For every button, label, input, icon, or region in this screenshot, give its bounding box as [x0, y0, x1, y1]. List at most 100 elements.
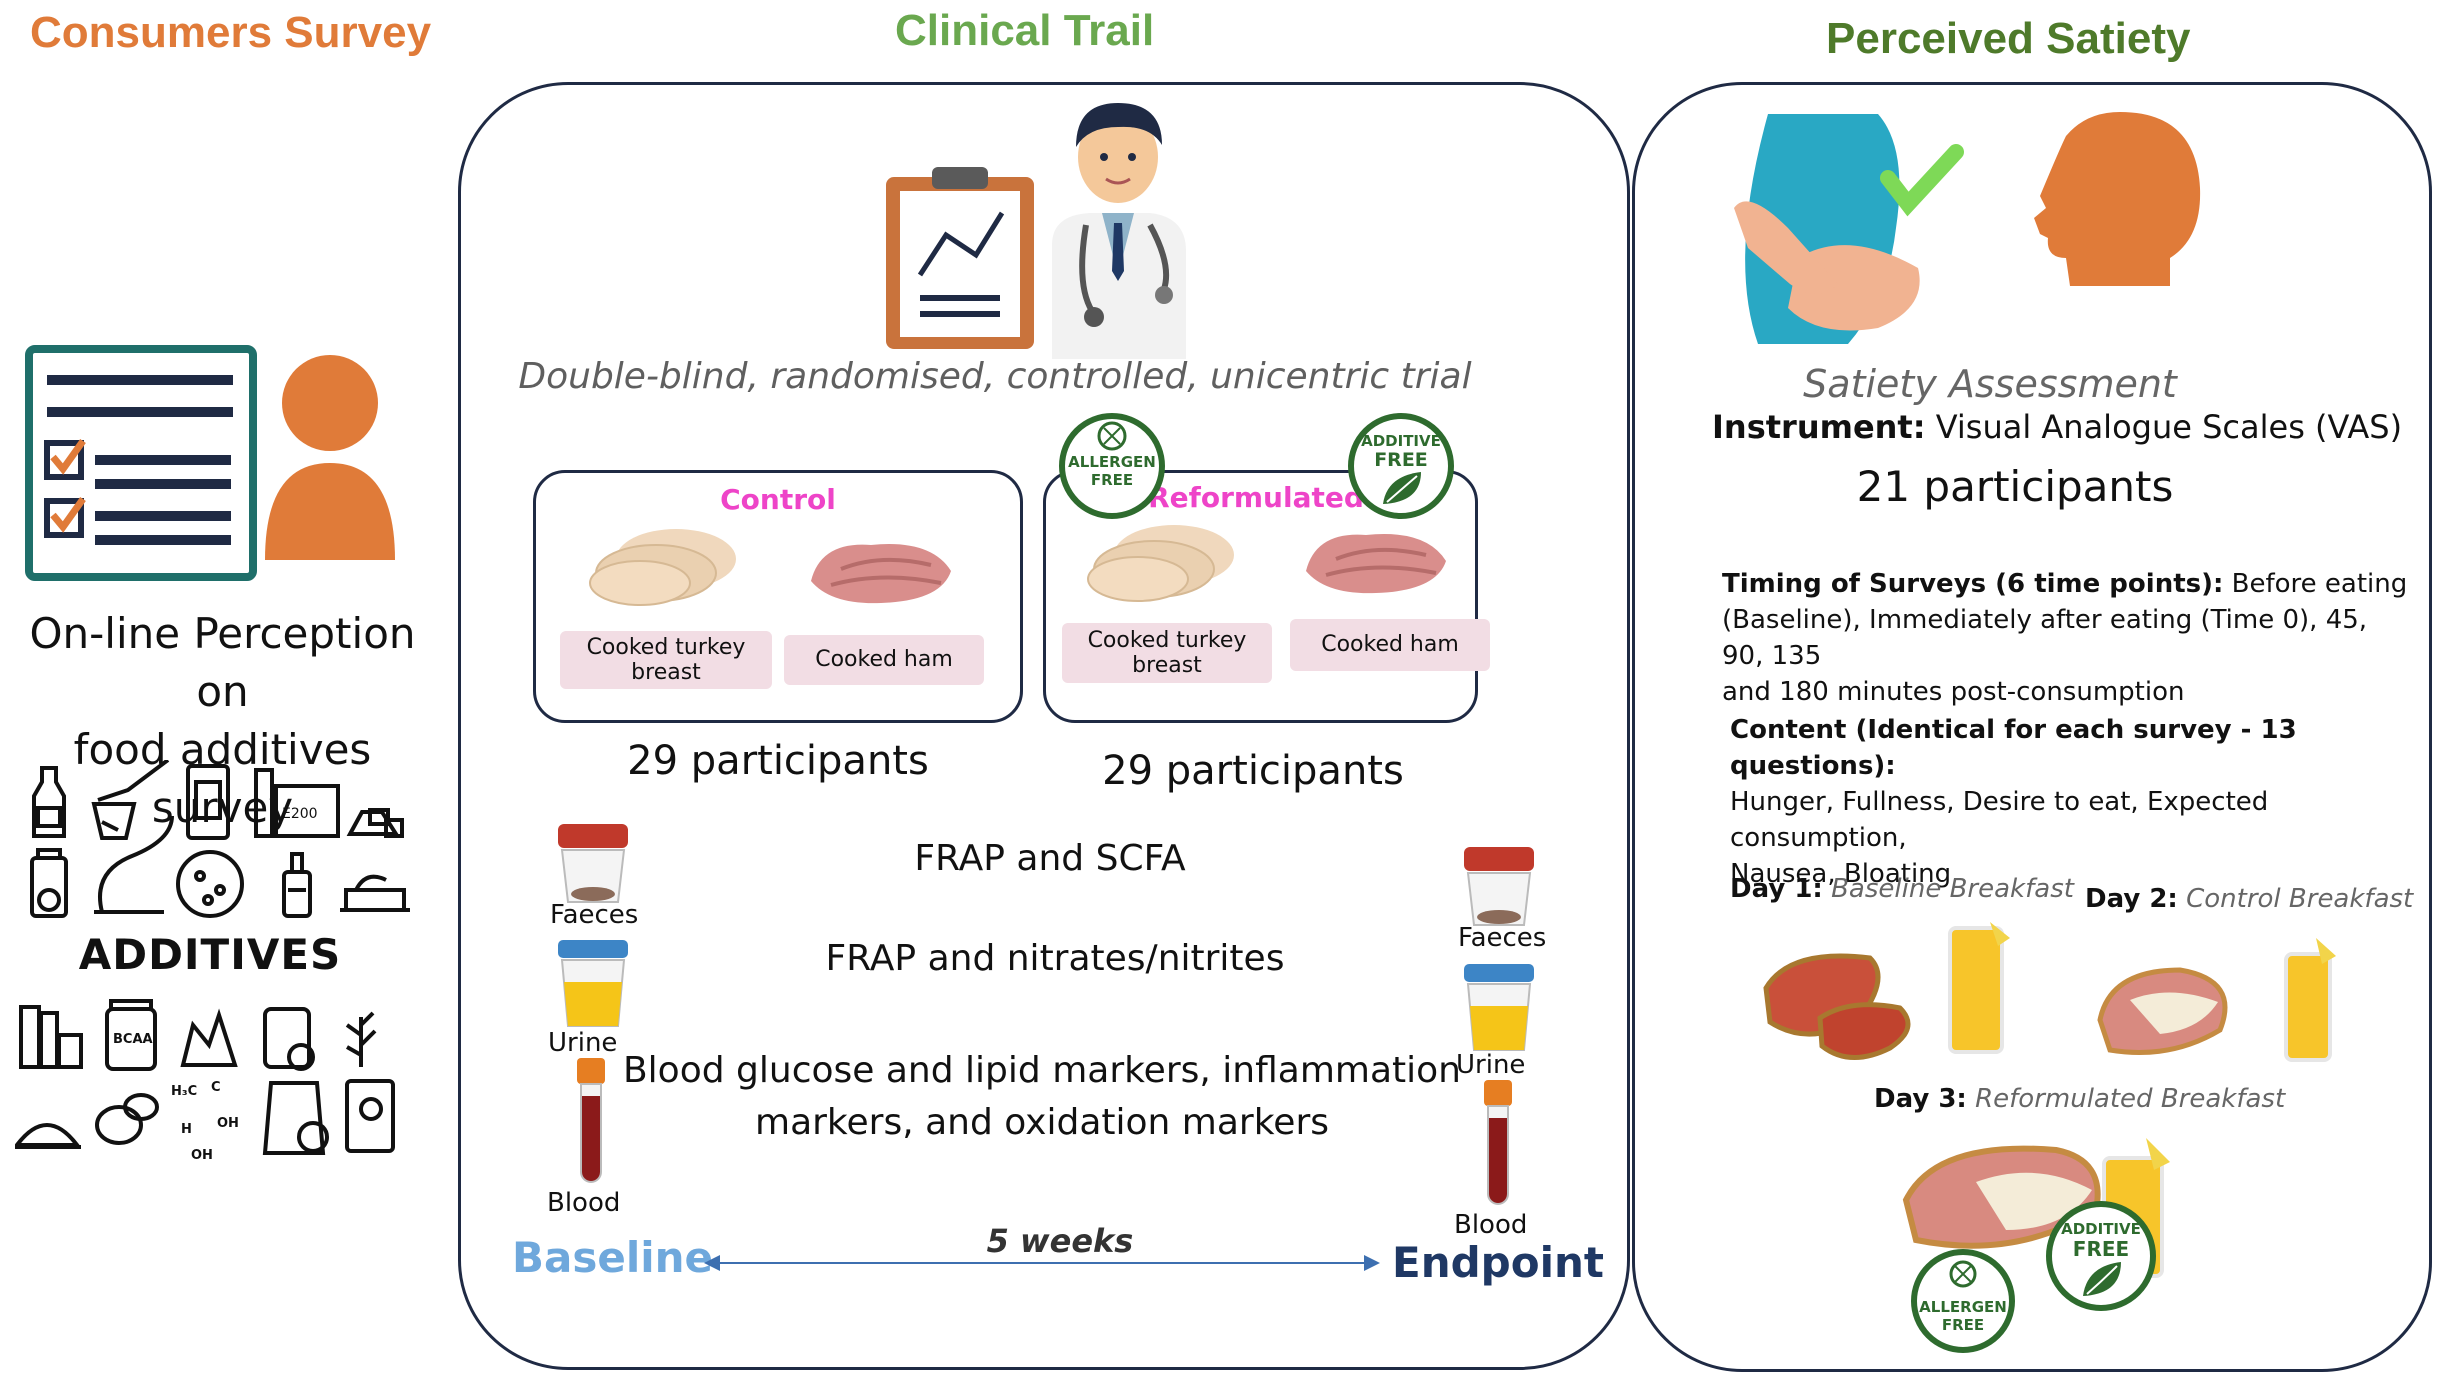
- svg-text:FREE: FREE: [1942, 1316, 1984, 1334]
- additives-icons-top: E200: [20, 760, 420, 920]
- content-line1: Hunger, Fullness, Desire to eat, Expecte…: [1730, 787, 2269, 853]
- timing-line3: and 180 minutes post-consumption: [1722, 677, 2185, 707]
- seaweed-icon: [345, 1011, 377, 1067]
- svg-text:H₃C: H₃C: [171, 1084, 197, 1099]
- blood-analysis-text: Blood glucose and lipid markers, inflamm…: [622, 1045, 1462, 1149]
- baseline-urine-container-icon: [556, 938, 630, 1028]
- reformulated-group-box: Reformulated Cooked turkey breast Cooked…: [1043, 470, 1490, 723]
- potatoes-icon: [95, 1093, 159, 1145]
- turkey-slices-image: [586, 521, 746, 611]
- svg-text:ADDITIVE: ADDITIVE: [2061, 1220, 2141, 1238]
- timing-line1: Before eating: [2223, 569, 2408, 599]
- sauce-bottle-icon: [32, 766, 66, 838]
- instrument-value: Visual Analogue Scales (VAS): [1925, 408, 2403, 446]
- endpoint-blood-tube-icon: [1480, 1078, 1516, 1206]
- endpoint-urine-container-icon: [1462, 962, 1536, 1052]
- svg-text:OH: OH: [217, 1116, 239, 1131]
- survey-text-line2: food additives survey: [73, 725, 372, 832]
- day2-label: Day 2: Control Breakfast: [2085, 884, 2414, 914]
- timing-label: Timing of Surveys (6 time points):: [1722, 569, 2224, 599]
- control-participants: 29 participants: [627, 738, 929, 784]
- baseline-blood-tube-icon: [573, 1056, 609, 1184]
- additives-icons-bottom: BCAA H₃C C OH H OH: [15, 995, 415, 1165]
- reformulated-label: Reformulated: [1148, 481, 1364, 514]
- clinical-trail-title: Clinical Trail: [895, 6, 1155, 55]
- svg-text:E200: E200: [282, 806, 318, 822]
- satisfied-stomach-icon: [1728, 108, 1968, 352]
- baseline-faeces-container-icon: [556, 822, 630, 904]
- endpoint-faeces-container-icon: [1462, 845, 1536, 927]
- endpoint-label: Endpoint: [1392, 1238, 1604, 1287]
- sugar-cubes-icon: [346, 808, 404, 838]
- reformulated-ham-image: [1296, 521, 1456, 601]
- petri-dish-icon: [176, 850, 244, 918]
- svg-text:OH: OH: [191, 1148, 213, 1163]
- satiety-assessment-label: Satiety Assessment: [1803, 362, 2177, 406]
- perceived-satiety-panel: [1632, 82, 2432, 1372]
- day1-label: Day 1: Baseline Breakfast: [1730, 874, 2074, 904]
- seed-pouch-icon: [345, 1079, 395, 1153]
- consumers-survey-title: Consumers Survey: [30, 8, 432, 57]
- duration-label: 5 weeks: [986, 1222, 1134, 1260]
- svg-text:C: C: [211, 1080, 221, 1095]
- baseline-faeces-label: Faeces: [550, 900, 639, 930]
- additives-label: ADDITIVES: [78, 930, 342, 979]
- content-line2: Nausea, Bloating: [1730, 859, 1952, 889]
- svg-text:H: H: [181, 1122, 192, 1137]
- additive-free-badge: ADDITIVE FREE: [1347, 412, 1455, 520]
- timing-line2: (Baseline), Immediately after eating (Ti…: [1722, 605, 2368, 671]
- books-stack-icon: [19, 1005, 83, 1069]
- svg-text:ALLERGEN: ALLERGEN: [1919, 1298, 2007, 1316]
- reformulated-turkey-tag: Cooked turkey breast: [1062, 623, 1272, 683]
- reformulated-turkey-image: [1084, 517, 1244, 607]
- svg-text:ALLERGEN: ALLERGEN: [1068, 453, 1156, 471]
- satiety-participants: 21 participants: [1856, 462, 2174, 511]
- instrument-label: Instrument:: [1712, 408, 1926, 446]
- snack-bag-icon: [186, 764, 230, 840]
- trial-design-text: Double-blind, randomised, controlled, un…: [518, 356, 1472, 397]
- svg-text:FREE: FREE: [1091, 471, 1133, 489]
- control-group-box: Control Cooked turkey breast Cooked ham: [533, 470, 1023, 723]
- svg-text:ADDITIVE: ADDITIVE: [1361, 432, 1441, 450]
- baseline-urine-label: Urine: [548, 1028, 618, 1058]
- timeline-arrow: [702, 1250, 1382, 1276]
- instrument-text: Instrument: Visual Analogue Scales (VAS): [1712, 408, 2402, 446]
- bcaa-container-icon: BCAA: [105, 999, 157, 1071]
- supplement-jar-icon: [263, 1007, 315, 1071]
- day1-breakfast-image: [1760, 918, 2020, 1068]
- day2-breakfast-image: [2090, 930, 2340, 1070]
- endpoint-blood-label: Blood: [1454, 1210, 1528, 1240]
- endpoint-urine-label: Urine: [1456, 1050, 1526, 1080]
- baseline-label: Baseline: [512, 1233, 714, 1282]
- ham-slices-image: [801, 531, 961, 611]
- control-ham-tag: Cooked ham: [784, 635, 984, 685]
- day3-additive-free-badge: ADDITIVE FREE: [2045, 1200, 2157, 1312]
- powder-pile-icon: [15, 1123, 82, 1149]
- spray-can-icon: [30, 848, 68, 918]
- flour-bag-lemon-icon: [262, 1081, 329, 1155]
- timing-text: Timing of Surveys (6 time points): Befor…: [1722, 566, 2412, 710]
- reformulated-ham-tag: Cooked ham: [1290, 619, 1490, 671]
- doctor-clipboard-illustration: [880, 95, 1200, 360]
- urine-analysis-text: FRAP and nitrates/nitrites: [825, 938, 1285, 979]
- whisk-pour-icon: [94, 815, 174, 914]
- flour-scoop-icon: [91, 760, 170, 840]
- day3-label: Day 3: Reformulated Breakfast: [1874, 1084, 2286, 1114]
- dropper-bottle-icon: [282, 852, 312, 918]
- faeces-analysis-text: FRAP and SCFA: [914, 838, 1186, 879]
- control-turkey-tag: Cooked turkey breast: [560, 631, 772, 689]
- lab-bottles-icon: E200: [254, 768, 340, 838]
- allergen-free-badge: ALLERGEN FREE: [1058, 412, 1166, 520]
- butter-dish-icon: [340, 874, 410, 912]
- day3-allergen-free-badge: ALLERGEN FREE: [1910, 1248, 2016, 1354]
- survey-text-line1: On-line Perception on: [29, 609, 416, 716]
- crystals-icon: [180, 1008, 238, 1067]
- svg-text:BCAA: BCAA: [113, 1032, 153, 1047]
- blood-analysis-line2: markers, and oxidation markers: [755, 1102, 1329, 1143]
- blood-analysis-line1: Blood glucose and lipid markers, inflamm…: [622, 1050, 1461, 1091]
- svg-text:FREE: FREE: [1374, 449, 1428, 471]
- chemical-formula-icon: H₃C C OH H OH: [171, 1080, 239, 1163]
- svg-text:FREE: FREE: [2073, 1237, 2129, 1261]
- content-text: Content (Identical for each survey - 13 …: [1730, 712, 2420, 892]
- reformulated-participants: 29 participants: [1102, 748, 1404, 794]
